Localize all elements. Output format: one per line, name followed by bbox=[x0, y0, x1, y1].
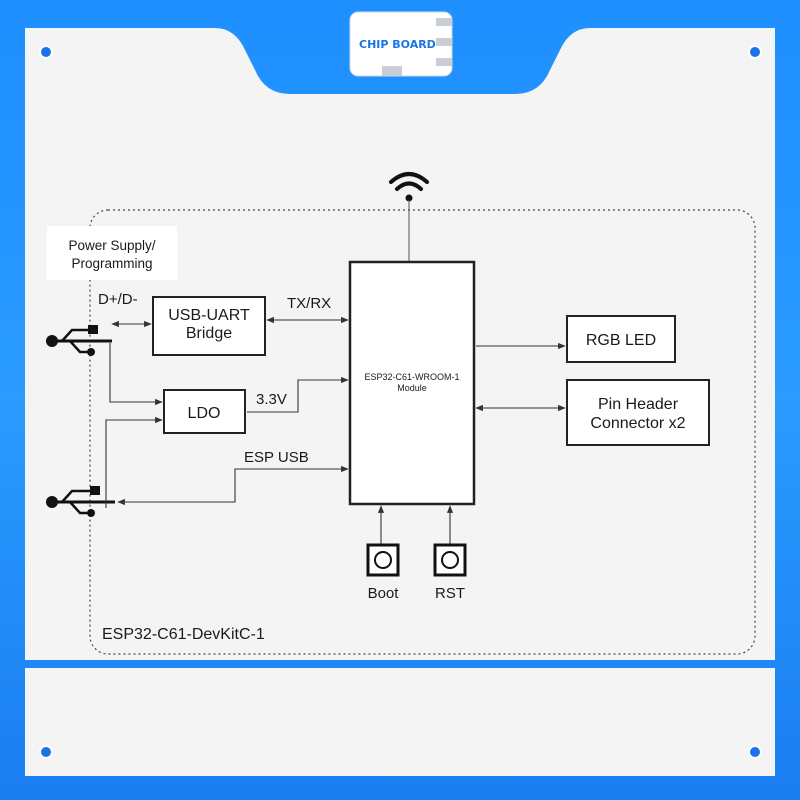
rst-label: RST bbox=[435, 585, 465, 602]
ldo-label: LDO bbox=[188, 405, 221, 422]
ldo-box bbox=[163, 389, 246, 434]
pin-header-label-line1: Pin Header bbox=[598, 396, 679, 413]
pin-header-label-line2: Connector x2 bbox=[590, 415, 685, 432]
power-supply-label-line1: Power Supply/ bbox=[68, 238, 155, 253]
connections bbox=[105, 316, 566, 545]
corner-dot bbox=[39, 745, 53, 759]
pin-header-box bbox=[566, 379, 710, 446]
v33-label: 3.3V bbox=[256, 391, 287, 408]
board-label: ESP32-C61-DevKitC-1 bbox=[102, 626, 265, 643]
boot-label: Boot bbox=[368, 585, 400, 602]
usb-uart-label-line1: USB-UART bbox=[168, 307, 250, 324]
module-label-line2: Module bbox=[397, 383, 427, 393]
rgb-led-box bbox=[566, 315, 676, 363]
corner-dot bbox=[39, 45, 53, 59]
usb-uart-label-line2: Bridge bbox=[186, 325, 232, 342]
module-box bbox=[348, 260, 476, 506]
board-outline bbox=[89, 209, 756, 655]
txrx-label: TX/RX bbox=[287, 295, 331, 312]
chip-board-logo: CHIP BOARD bbox=[349, 11, 453, 77]
rgb-led-label: RGB LED bbox=[586, 332, 656, 349]
bottom-panel bbox=[25, 668, 775, 776]
esp-usb-label: ESP USB bbox=[244, 449, 309, 466]
corner-dot bbox=[748, 45, 762, 59]
usb-icon bbox=[46, 486, 115, 517]
usb-data-label: D+/D- bbox=[98, 291, 138, 308]
logo-text: CHIP BOARD bbox=[359, 38, 436, 51]
usb-icon bbox=[46, 325, 112, 356]
usb-uart-box bbox=[152, 296, 266, 356]
power-supply-label-box bbox=[47, 226, 177, 280]
power-supply-label-line2: Programming bbox=[71, 256, 152, 271]
corner-dot bbox=[748, 745, 762, 759]
module-label-line1: ESP32-C61-WROOM-1 bbox=[364, 372, 459, 382]
boot-button bbox=[366, 543, 400, 577]
wifi-icon bbox=[389, 172, 429, 202]
rst-button bbox=[433, 543, 467, 577]
